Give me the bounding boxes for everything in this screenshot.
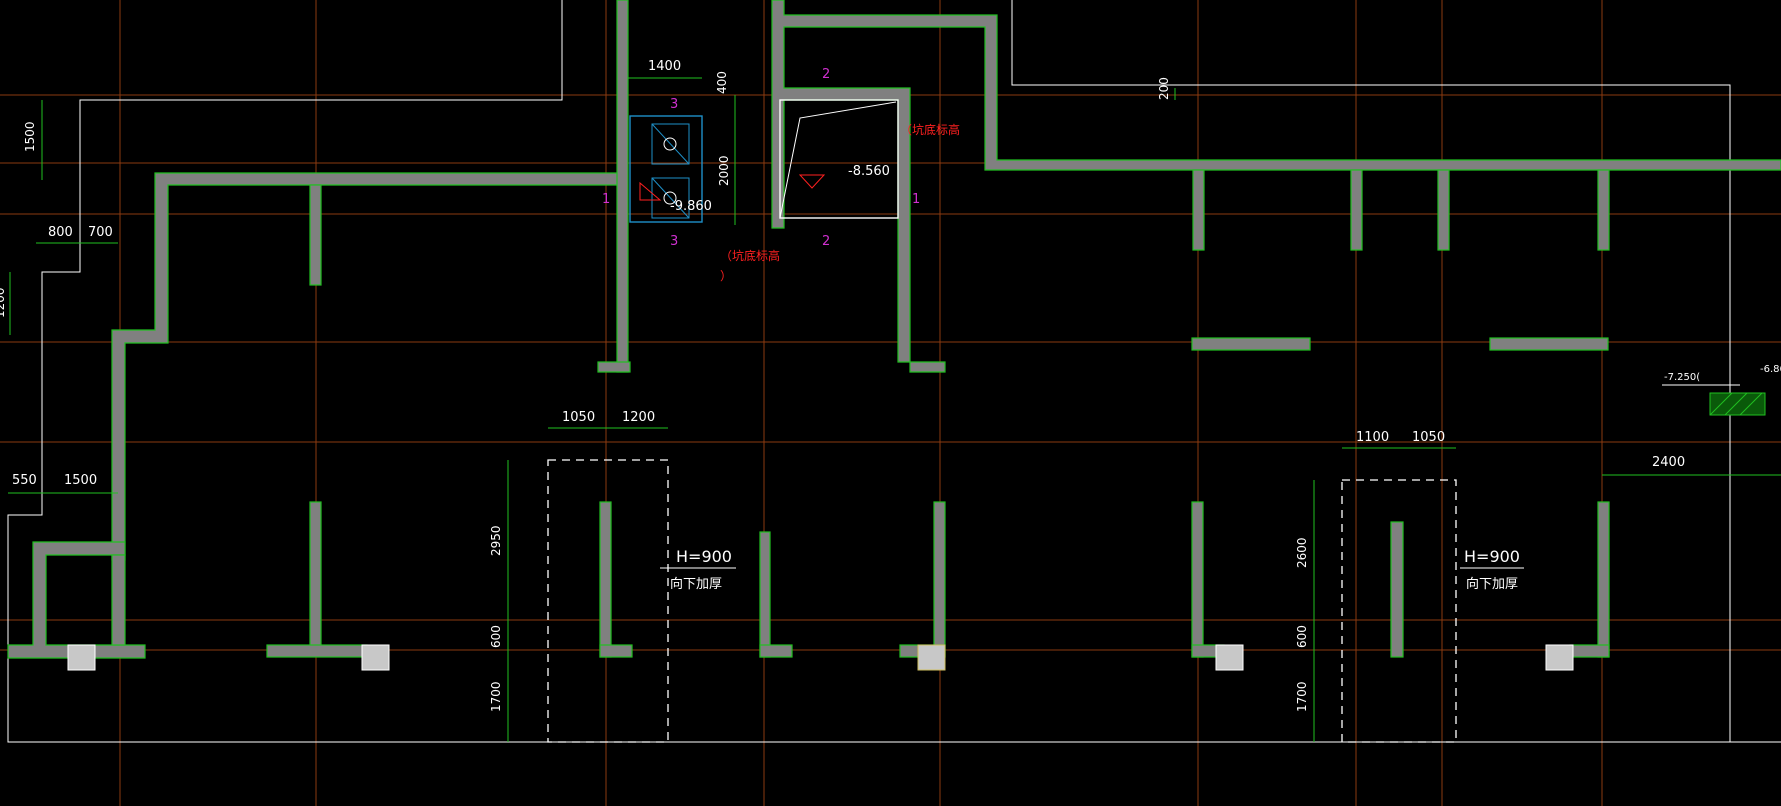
- dim-2400: 2400: [1652, 455, 1685, 470]
- dim-800: 800: [48, 225, 73, 240]
- dim-2000: 2000: [717, 155, 731, 186]
- dimension-lines: [8, 77, 1781, 742]
- dim-600-right: 600: [1295, 625, 1309, 648]
- section-mark-2-bottom: 2: [822, 234, 830, 249]
- dim-2600: 2600: [1295, 537, 1309, 568]
- sump-pit-right[interactable]: [779, 99, 899, 219]
- dim-1050: 1050: [562, 410, 595, 425]
- hatched-feature: [1662, 384, 1766, 416]
- dim-1200: 1200: [622, 410, 655, 425]
- note-pit-bottom-right: （坑底标高: [900, 122, 960, 137]
- section-mark-2-top: 2: [822, 67, 830, 82]
- note-pit-bottom-left-close: ）: [720, 269, 732, 283]
- dim-1100: 1100: [1356, 430, 1389, 445]
- dim-1700: 1700: [489, 681, 503, 712]
- dim-1500: 1500: [64, 473, 97, 488]
- note-thicken-right: 向下加厚: [1466, 576, 1518, 592]
- note-pit-bottom-left: （坑底标高: [720, 248, 780, 263]
- note-h900-left: H=900: [676, 547, 732, 566]
- dim-1200-vertical: 1200: [0, 287, 7, 318]
- section-mark-1-left: 1: [602, 192, 610, 207]
- building-outline: [7, 0, 1781, 743]
- level-side-2: -6.86: [1760, 364, 1781, 375]
- section-mark-3-top: 3: [670, 97, 678, 112]
- dim-600: 600: [489, 625, 503, 648]
- dim-2950: 2950: [489, 525, 503, 556]
- section-mark-3-bottom: 3: [670, 234, 678, 249]
- thickening-zones: [547, 459, 1457, 743]
- dim-700: 700: [88, 225, 113, 240]
- level-pit-left: -9.860: [670, 199, 712, 214]
- section-mark-1-right: 1: [912, 192, 920, 207]
- dim-550: 550: [12, 473, 37, 488]
- dim-1050-right: 1050: [1412, 430, 1445, 445]
- level-side-1: -7.250(: [1664, 372, 1700, 383]
- dim-1500-vertical: 1500: [23, 121, 37, 152]
- note-h900-right: H=900: [1464, 547, 1520, 566]
- note-thicken-left: 向下加厚: [670, 576, 722, 592]
- dim-1400: 1400: [648, 59, 681, 74]
- level-pit-right: -8.560: [848, 164, 890, 179]
- walls: [7, 0, 1781, 659]
- sump-pit-left[interactable]: [629, 115, 703, 223]
- dim-400: 400: [715, 71, 729, 94]
- dim-200: 200: [1157, 77, 1171, 100]
- column-markers: [67, 644, 1574, 671]
- dim-1700-right: 1700: [1295, 681, 1309, 712]
